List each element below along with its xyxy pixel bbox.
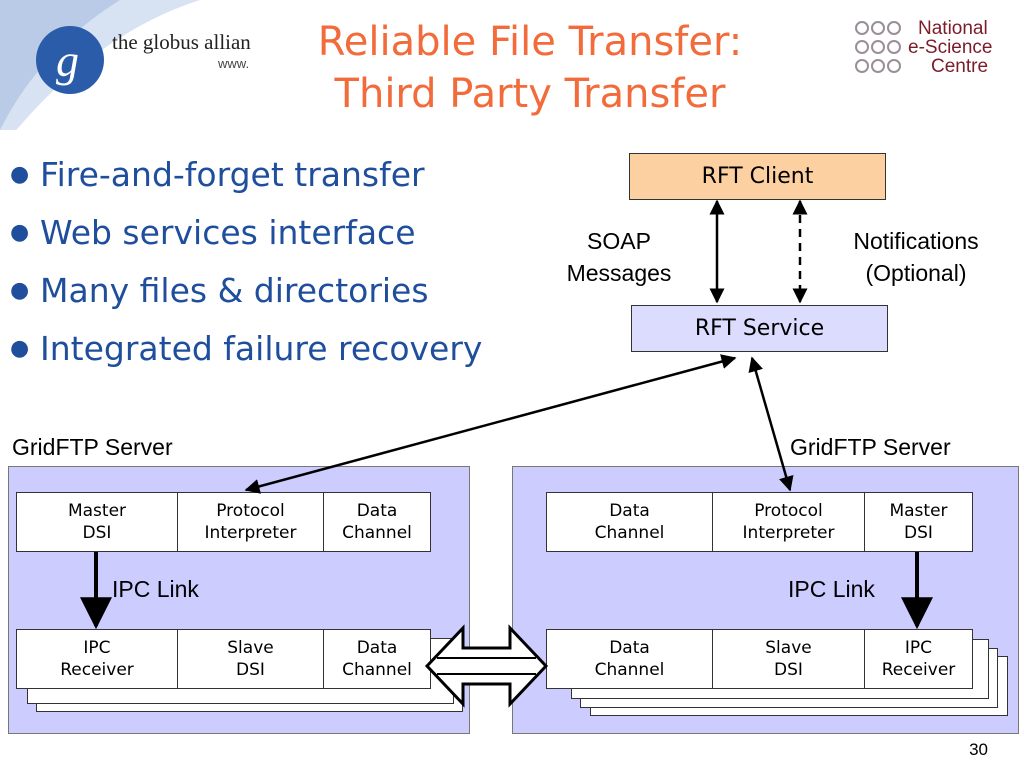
bullet-dot-icon: ● xyxy=(10,162,30,187)
title-line-2: Third Party Transfer xyxy=(334,71,726,117)
right-ipc-link-label: IPC Link xyxy=(788,576,875,602)
nesc-line-2: e-Science xyxy=(908,37,993,58)
bullet-list: ●Fire-and-forget transfer ●Web services … xyxy=(10,152,482,384)
bullet-dot-icon: ● xyxy=(10,220,30,245)
globus-logo: g the globus allian www. xyxy=(0,0,260,150)
bullet-item: ●Fire-and-forget transfer xyxy=(10,152,482,210)
soap-label: SOAP Messages xyxy=(566,228,672,286)
title-line-1: Reliable File Transfer: xyxy=(317,19,743,65)
bullet-item: ●Integrated failure recovery xyxy=(10,326,482,384)
page-number: 30 xyxy=(969,740,988,759)
notifications-label: Notifications (Optional) xyxy=(853,228,979,286)
logo-letter: g xyxy=(56,35,79,86)
bullet-dot-icon: ● xyxy=(10,278,30,303)
nesc-logo-graphic xyxy=(855,21,901,73)
rft-client-box: RFT Client xyxy=(629,153,886,200)
globus-logo-graphic: g xyxy=(0,0,200,150)
left-server-title: GridFTP Server xyxy=(12,434,173,460)
left-ipc-link-label: IPC Link xyxy=(112,576,199,602)
slide-title: Reliable File Transfer: Third Party Tran… xyxy=(240,16,820,120)
rft-service-box: RFT Service xyxy=(631,305,888,352)
bullet-item: ●Web services interface xyxy=(10,210,482,268)
nesc-line-3: Centre xyxy=(931,56,989,77)
bullet-dot-icon: ● xyxy=(10,336,30,361)
bullet-item: ●Many files & directories xyxy=(10,268,482,326)
nesc-logo: National e-Science Centre xyxy=(852,18,1012,78)
right-server-title: GridFTP Server xyxy=(790,434,951,460)
logo-text: the globus allian xyxy=(112,30,251,54)
logo-url: www. xyxy=(218,56,250,71)
nesc-line-1: National xyxy=(918,18,988,39)
